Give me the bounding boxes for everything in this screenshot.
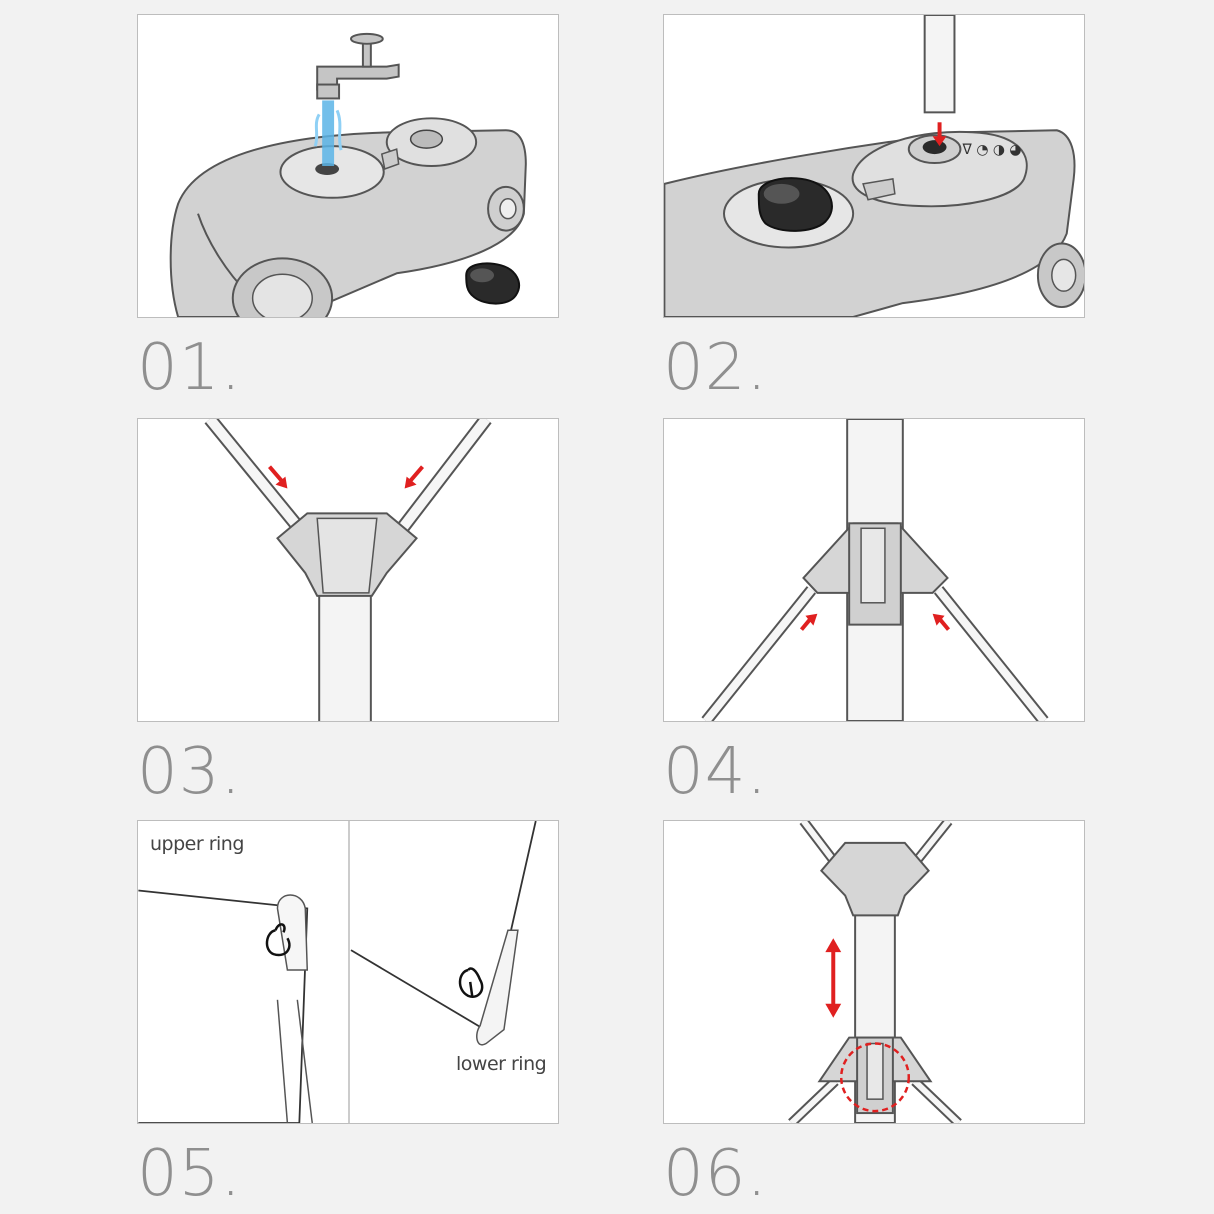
pole (923, 15, 956, 114)
height-adjust-illustration (788, 821, 962, 1123)
hook-icon-upper (265, 923, 291, 957)
pole (318, 591, 372, 721)
water-stream (322, 100, 335, 166)
cover-hook-illustration (138, 821, 537, 1123)
step-3-number: 03. (137, 735, 242, 809)
step-6-number: 06. (663, 1137, 768, 1211)
upper-ring (820, 841, 930, 917)
adjust-arrow-icon (825, 938, 842, 953)
lower-ring-illustration (701, 419, 1049, 721)
cap-and-pole-illustration: ᐁ ◔ ◑ ◕ (664, 15, 1084, 317)
step-1-panel (137, 14, 559, 318)
step-5-panel: upper ring lower ring (137, 820, 559, 1124)
step-2-number: 02. (663, 331, 768, 405)
push-arrow-right-icon (404, 476, 417, 489)
svg-text:ᐁ ◔ ◑ ◕: ᐁ ◔ ◑ ◕ (962, 142, 1021, 158)
plug-cap-icon (757, 177, 833, 232)
step-4-number: 04. (663, 735, 768, 809)
plug-cap-icon (465, 262, 520, 305)
base-filling-illustration (169, 32, 527, 317)
push-arrow-left-icon (275, 476, 288, 489)
push-arrow-left-icon (805, 613, 818, 626)
hook-icon-lower (458, 967, 484, 998)
lock-dial (851, 130, 1028, 208)
upper-ring-illustration (204, 419, 492, 721)
step-3-panel (137, 418, 559, 722)
insert-arrow-icon (932, 136, 947, 147)
lock-highlight-circle (839, 1042, 911, 1113)
cover-fabric-upper (138, 889, 309, 1123)
step-4-panel (663, 418, 1085, 722)
step-1-number: 01. (137, 331, 242, 405)
lower-ring-label: lower ring (456, 1053, 547, 1075)
step-5-number: 05. (137, 1137, 242, 1211)
step-6-panel (663, 820, 1085, 1124)
step-2-panel: ᐁ ◔ ◑ ◕ (663, 14, 1085, 318)
push-arrow-right-icon (932, 613, 945, 626)
upper-ring-label: upper ring (150, 833, 244, 855)
